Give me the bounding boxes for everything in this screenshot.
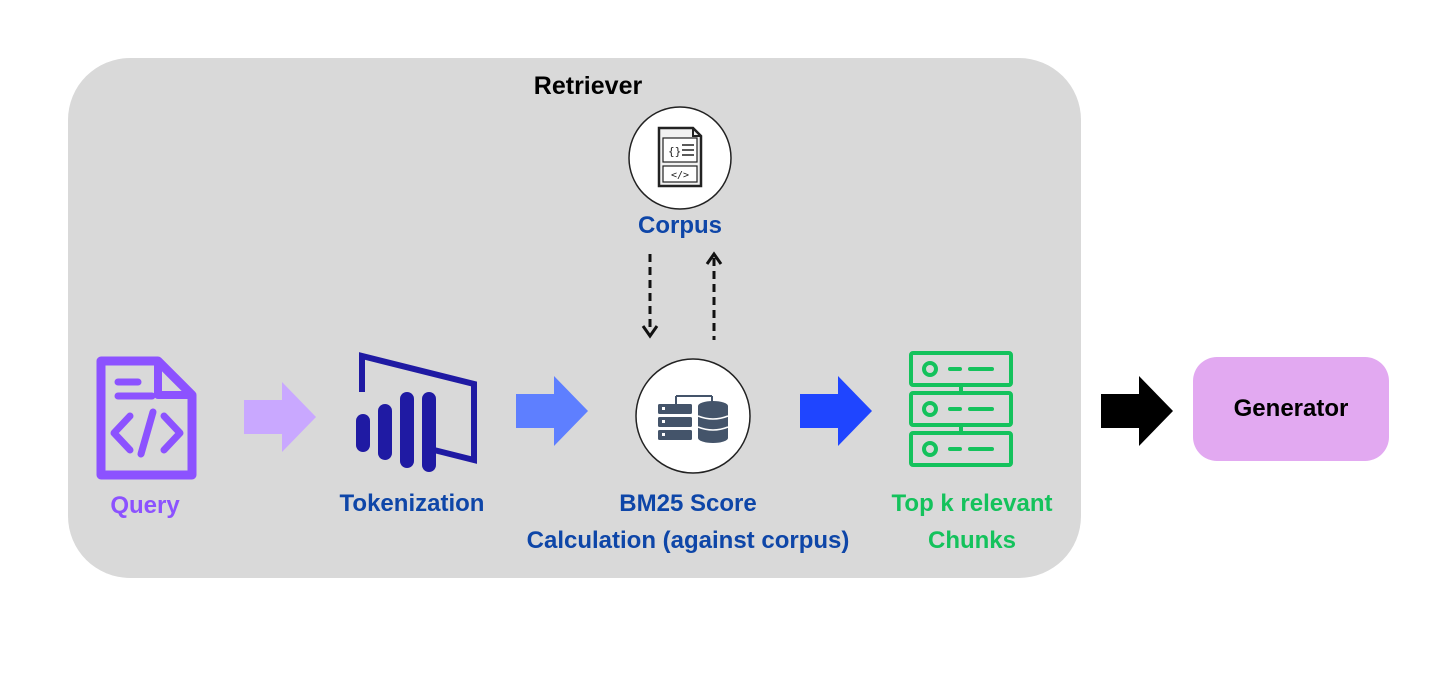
top-k-label-line2: Chunks <box>927 527 1016 554</box>
tokenization-label: Tokenization <box>339 490 485 517</box>
svg-text:{}: {} <box>668 145 681 158</box>
top-k-label: Top k relevant Chunks <box>860 485 1084 559</box>
flow-arrow-4 <box>1101 376 1173 446</box>
document-code-icon: {} </> <box>628 106 732 210</box>
bm25-label-line2: Calculation (against corpus) <box>526 527 850 554</box>
query-label: Query <box>110 492 180 519</box>
corpus-to-bm25-arrow <box>641 254 659 339</box>
svg-text:</>: </> <box>671 170 689 181</box>
power-bi-icon <box>356 352 477 472</box>
corpus-label: Corpus <box>638 212 722 239</box>
flow-arrow-2 <box>516 376 588 446</box>
generator-label: Generator <box>1233 395 1349 422</box>
bm25-to-corpus-arrow <box>705 251 723 340</box>
server-stack-icon <box>909 351 1013 467</box>
retriever-title: Retriever <box>533 72 643 100</box>
flow-arrow-3 <box>800 376 872 446</box>
bm25-label: BM25 Score Calculation (against corpus) <box>488 485 888 559</box>
top-k-label-line1: Top k relevant <box>891 490 1053 517</box>
server-database-icon <box>635 358 751 474</box>
retriever-container <box>68 58 1081 578</box>
bm25-label-line1: BM25 Score <box>619 490 757 517</box>
code-file-icon <box>96 356 197 480</box>
generator-box: Generator <box>1193 357 1389 461</box>
flow-arrow-1 <box>244 382 316 452</box>
